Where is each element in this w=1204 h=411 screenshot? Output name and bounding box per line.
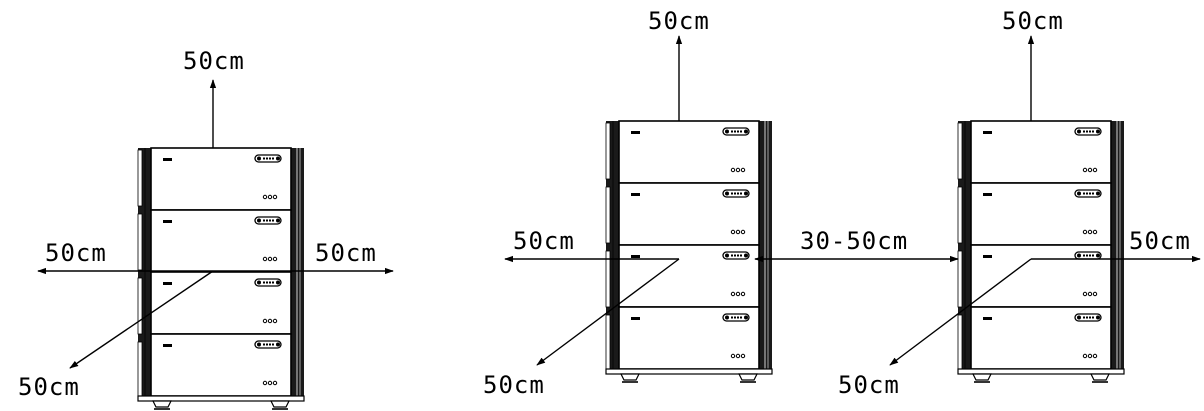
label-front-right: 50cm: [838, 371, 900, 399]
battery-stack-right: [958, 121, 1124, 382]
label-left: 50cm: [45, 239, 107, 267]
battery-stack-left: [606, 121, 772, 382]
label-front: 50cm: [18, 373, 80, 401]
diagram-double-stack: 50cm 50cm 50cm 30-50cm 50cm 50cm 50cm: [483, 7, 1201, 399]
label-right: 50cm: [315, 239, 377, 267]
label-right: 50cm: [1129, 227, 1191, 255]
diagram-single-stack: 50cm 50cm 50cm 50cm: [18, 47, 394, 409]
arrow-front-right: [889, 258, 1032, 366]
label-top-right: 50cm: [1002, 7, 1064, 35]
battery-stack-single: [138, 148, 304, 409]
label-between: 30-50cm: [800, 227, 908, 255]
label-top-left: 50cm: [648, 7, 710, 35]
arrow-front: [69, 270, 214, 369]
label-left: 50cm: [513, 227, 575, 255]
label-front-left: 50cm: [483, 371, 545, 399]
arrow-front-left: [536, 258, 680, 366]
label-top: 50cm: [183, 47, 245, 75]
